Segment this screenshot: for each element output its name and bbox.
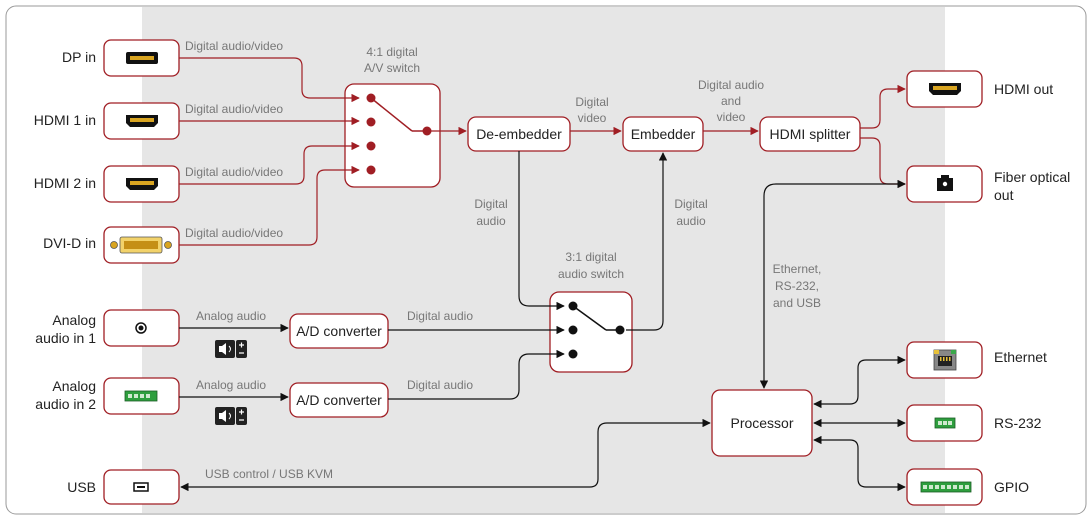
signal-label-analog1: Analog audio [196, 309, 266, 323]
gpio-port [906, 468, 983, 506]
signal-label-da-right-line1: Digital [674, 197, 707, 211]
terminal-block-icon [920, 481, 972, 493]
signal-label-dav-line2: and [721, 94, 741, 108]
svg-text:Processor: Processor [730, 415, 793, 431]
hdmi-out-port [906, 70, 983, 108]
usb-label: USB [67, 479, 96, 495]
signal-label-digital-video-line2: video [578, 111, 607, 125]
dp-in-label: DP in [62, 49, 96, 65]
gpio-label: GPIO [994, 479, 1029, 495]
audio-switch: 3:1 digital audio switch [549, 250, 633, 373]
svg-text:Embedder: Embedder [631, 126, 696, 142]
analog1-in-label-line2: audio in 1 [35, 330, 96, 346]
hdmi1-port [103, 102, 180, 140]
usb-port [103, 469, 180, 505]
audio-switch-title-line2: audio switch [558, 267, 624, 281]
signal-label-da-right-line2: audio [676, 214, 706, 228]
fiber-out-label-line2: out [994, 187, 1014, 203]
signal-label-dav4: Digital audio/video [185, 226, 283, 240]
signal-label-analog2: Analog audio [196, 378, 266, 392]
signal-label-digital1: Digital audio [407, 309, 473, 323]
analog1-in-label-line1: Analog [52, 312, 96, 328]
analog1-port [103, 309, 180, 347]
audio-control-wires [179, 151, 906, 492]
deembedder-block: De-embedder [467, 116, 571, 152]
av-switch-title-line1: 4:1 digital [366, 45, 417, 59]
ad-converter-1: A/D converter [289, 313, 389, 349]
audio-switch-title-line1: 3:1 digital [565, 250, 616, 264]
rs232-port [906, 404, 983, 442]
ethernet-label: Ethernet [994, 349, 1047, 365]
dvid-port [103, 226, 180, 264]
hdmi-out-label: HDMI out [994, 81, 1053, 97]
signal-label-dav1: Digital audio/video [185, 39, 283, 53]
signal-label-da-left-line2: audio [476, 214, 506, 228]
processor-block: Processor [711, 389, 813, 457]
signal-label-digital-video-line1: Digital [575, 95, 608, 109]
fiber-out-port [906, 165, 983, 203]
signal-label-dav2: Digital audio/video [185, 102, 283, 116]
signal-label-eth-line3: and USB [773, 296, 821, 310]
signal-label-eth-line2: RS-232, [775, 279, 819, 293]
hdmi-splitter-block: HDMI splitter [759, 116, 861, 152]
embedder-block: Embedder [622, 116, 704, 152]
svg-text:A/D converter: A/D converter [296, 392, 382, 408]
svg-text:HDMI splitter: HDMI splitter [770, 126, 851, 142]
ad-converter-2: A/D converter [289, 382, 389, 418]
dvid-in-label: DVI-D in [43, 235, 96, 251]
signal-label-eth-line1: Ethernet, [773, 262, 822, 276]
fiber-out-label-line1: Fiber optical [994, 169, 1070, 185]
signal-label-dav-line1: Digital audio [698, 78, 764, 92]
av-switch-title-line2: A/V switch [364, 61, 420, 75]
dp-port [103, 39, 180, 77]
signal-label-dav3: Digital audio/video [185, 165, 283, 179]
signal-label-da-left-line1: Digital [474, 197, 507, 211]
signal-label-dav-line3: video [717, 110, 746, 124]
analog2-in-label-line1: Analog [52, 378, 96, 394]
hdmi1-in-label: HDMI 1 in [34, 112, 96, 128]
hdmi2-port [103, 165, 180, 203]
ethernet-port [906, 341, 983, 379]
svg-text:De-embedder: De-embedder [476, 126, 562, 142]
volume-icon [215, 407, 247, 425]
volume-icon [215, 340, 247, 358]
svg-text:A/D converter: A/D converter [296, 323, 382, 339]
device-panel [142, 7, 945, 513]
signal-label-usb: USB control / USB KVM [205, 467, 333, 481]
analog2-port [103, 377, 180, 415]
av-switch: 4:1 digital A/V switch [344, 45, 441, 188]
rs232-label: RS-232 [994, 415, 1042, 431]
signal-label-digital2: Digital audio [407, 378, 473, 392]
hdmi2-in-label: HDMI 2 in [34, 175, 96, 191]
analog2-in-label-line2: audio in 2 [35, 396, 96, 412]
